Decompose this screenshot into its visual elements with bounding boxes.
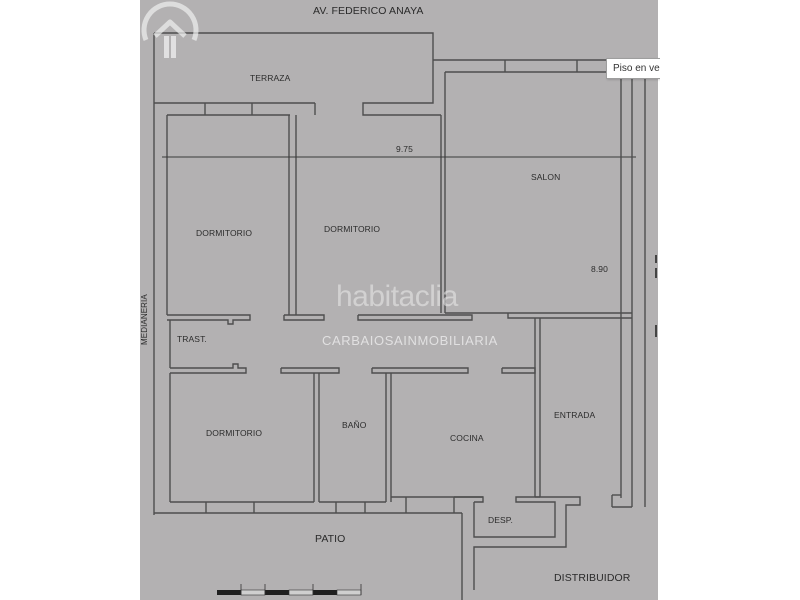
dimension-width: 9.75 — [396, 144, 413, 154]
floor-plan-walls — [153, 32, 657, 600]
watermark-brand: habitaclia — [336, 280, 458, 313]
room-label-bano: BAÑO — [342, 420, 367, 430]
floor-plan-image[interactable]: AV. FEDERICO ANAYA TERRAZA 9.75 DORMITOR… — [140, 0, 658, 600]
room-label-entrada: ENTRADA — [554, 410, 596, 420]
room-label-cocina: COCINA — [450, 433, 484, 443]
room-label-dormitorio-2: DORMITORIO — [324, 224, 381, 234]
dimension-depth: 8.90 — [591, 264, 608, 274]
side-label-medianeria: MEDIANERIA — [140, 294, 149, 345]
room-label-salon: SALON — [531, 172, 561, 182]
room-label-trastero: TRAST. — [177, 334, 207, 344]
room-label-dormitorio-3: DORMITORIO — [206, 428, 263, 438]
room-label-terraza: TERRAZA — [250, 73, 291, 83]
room-label-despensa: DESP. — [488, 515, 513, 525]
watermark-agency: CARBAIOSAINMOBILIARIA — [322, 333, 498, 348]
habitaclia-logo-icon — [141, 1, 199, 58]
street-label: AV. FEDERICO ANAYA — [313, 5, 424, 17]
room-label-distribuidor: DISTRIBUIDOR — [554, 572, 631, 584]
room-label-dormitorio-1: DORMITORIO — [196, 228, 253, 238]
room-label-patio: PATIO — [315, 533, 346, 545]
